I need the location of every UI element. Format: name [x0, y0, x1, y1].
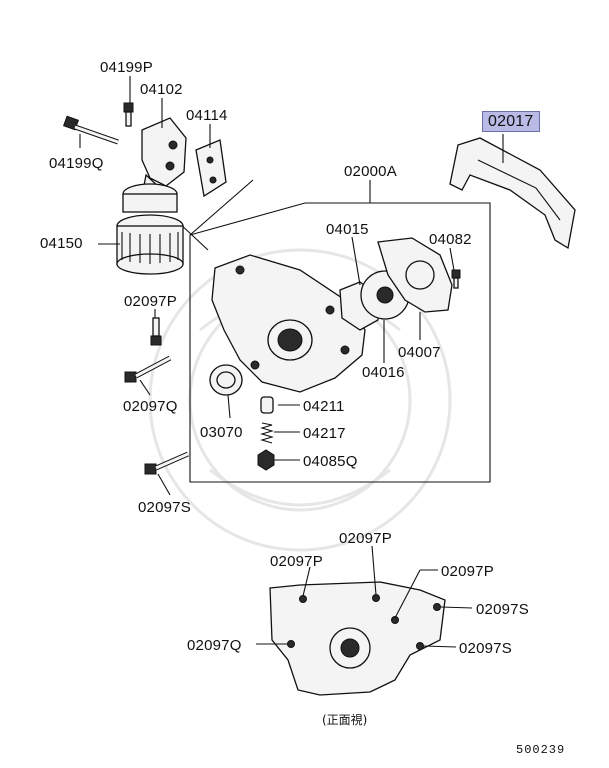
oil-seal [209, 364, 243, 396]
label-04082: 04082 [429, 231, 472, 248]
label-02097S-bottom-upper: 02097S [476, 601, 529, 618]
label-04102: 04102 [140, 81, 183, 98]
leader-lines [79, 76, 504, 648]
assembly-outline [189, 202, 491, 483]
label-04007: 04007 [398, 344, 441, 361]
label-02097P-bottom-right: 02097P [441, 563, 494, 580]
label-02097Q-left: 02097Q [123, 398, 178, 415]
bracket-gasket [195, 139, 227, 198]
label-04015: 04015 [326, 221, 369, 238]
front-view-caption: (正面視) [322, 713, 368, 727]
gasket-02017 [449, 137, 576, 250]
label-02097S-bottom-lower: 02097S [459, 640, 512, 657]
relief-spring [260, 422, 274, 444]
label-02017-highlighted[interactable]: 02017 [482, 111, 540, 132]
label-02097P-left: 02097P [124, 293, 177, 310]
label-04199P: 04199P [100, 59, 153, 76]
label-04211: 04211 [303, 398, 345, 415]
relief-plunger [260, 396, 274, 414]
label-04150: 04150 [40, 235, 83, 252]
diagram-reference-number: 500239 [516, 743, 566, 757]
label-02000A: 02000A [344, 163, 397, 180]
pump-cover [377, 237, 453, 313]
label-04085Q: 04085Q [303, 453, 358, 470]
oil-pump-case [211, 254, 366, 393]
bolt-04199Q [63, 115, 119, 145]
label-02097P-bottom-left: 02097P [270, 553, 323, 570]
label-02097P-bottom-top: 02097P [339, 530, 392, 547]
label-02097S-left: 02097S [138, 499, 191, 516]
label-04217: 04217 [303, 425, 346, 442]
bolt-02097P [150, 317, 162, 346]
oil-filter [116, 183, 184, 275]
screw-04082 [451, 269, 461, 289]
label-03070: 03070 [200, 424, 243, 441]
label-04199Q: 04199Q [49, 155, 104, 172]
label-02097Q-bottom: 02097Q [187, 637, 242, 654]
label-04016: 04016 [362, 364, 405, 381]
bolt-04199P [123, 102, 134, 127]
bolt-02097S [144, 451, 190, 475]
relief-plug [257, 449, 275, 471]
front-view-case [269, 581, 446, 696]
bolt-02097Q [124, 355, 172, 383]
label-04114: 04114 [186, 107, 228, 124]
